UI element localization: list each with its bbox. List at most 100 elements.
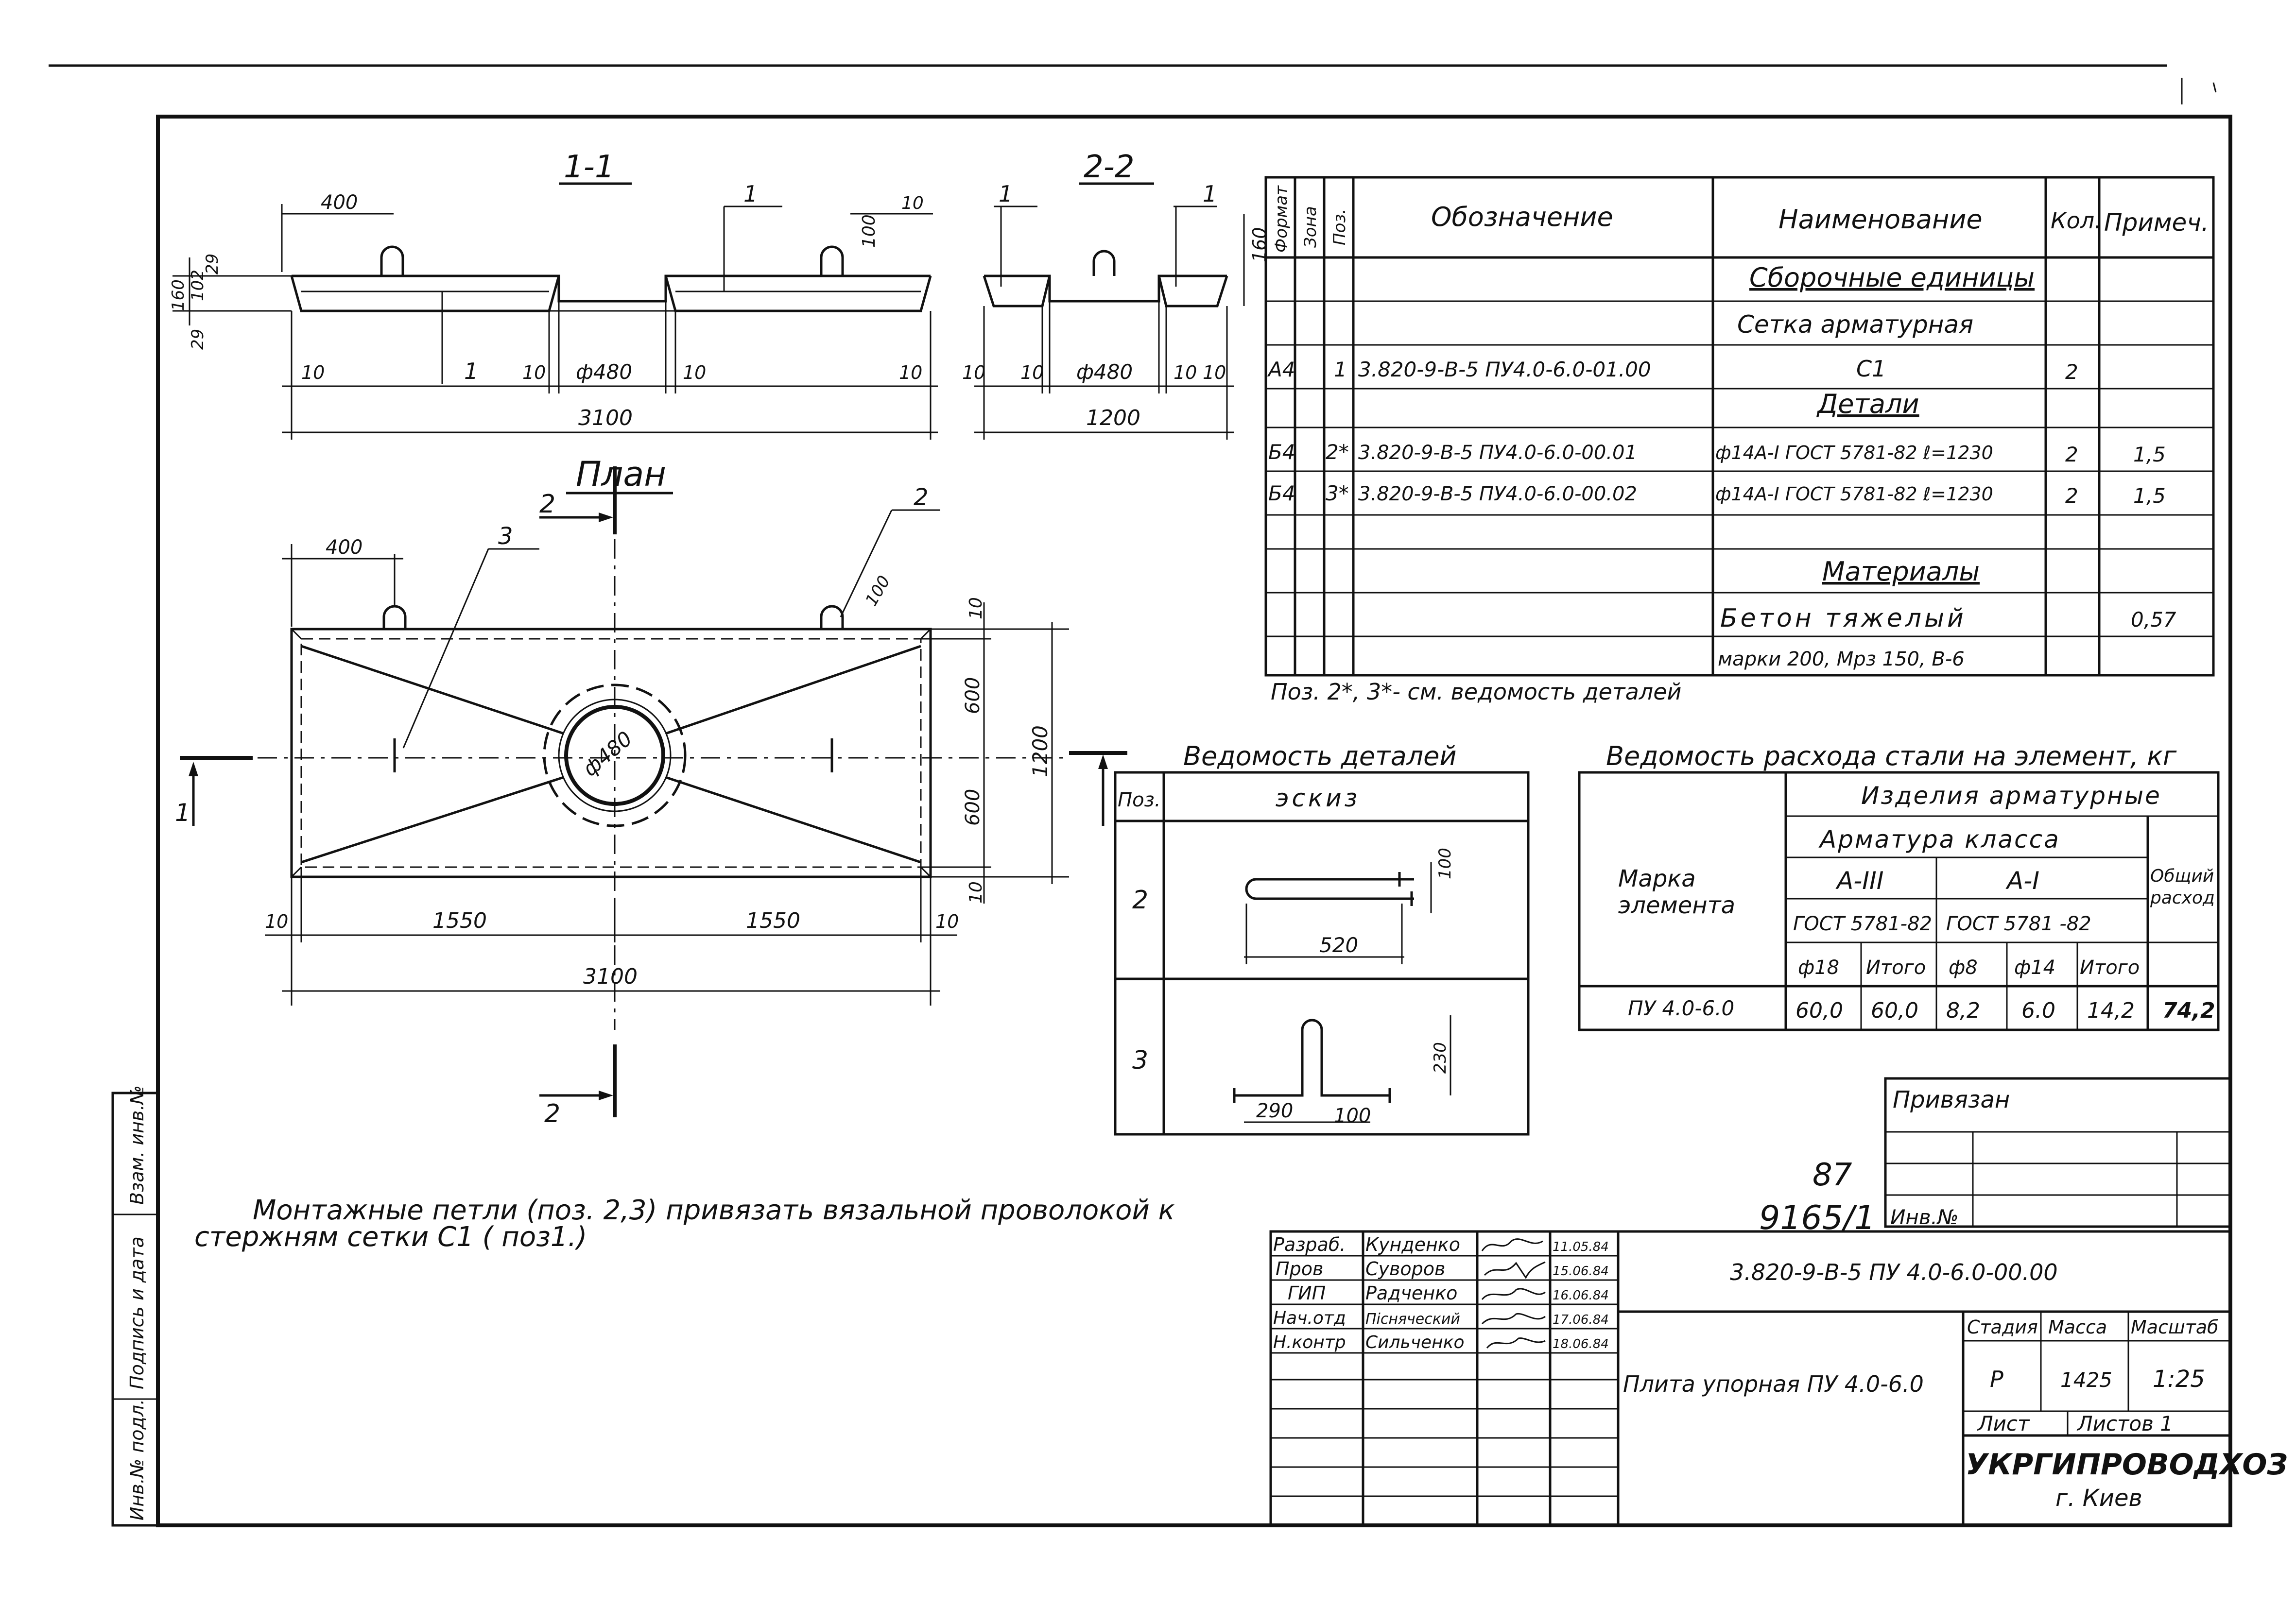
details-r0-dim-520: 520 bbox=[1319, 933, 1358, 957]
dim-29-sec1-bot: 29 bbox=[188, 329, 207, 350]
dim-10-plan-bl: 10 bbox=[265, 911, 288, 932]
signature-2 bbox=[1481, 1288, 1546, 1300]
spec-h-note: Примеч. bbox=[2104, 208, 2209, 237]
dim-600-plan-a: 600 bbox=[962, 677, 984, 714]
dim-10-sec1-b: 10 bbox=[522, 362, 546, 383]
dim-1200-plan: 1200 bbox=[1028, 725, 1052, 777]
mass-value: 1425 bbox=[2060, 1368, 2112, 1392]
spec-r5-pos: 3* bbox=[1326, 481, 1349, 505]
dim-10-sec1-d: 10 bbox=[899, 362, 922, 383]
dim-102-sec1: 102 bbox=[188, 270, 207, 301]
mass-label: Масса bbox=[2048, 1316, 2107, 1338]
steel-row-v0: 60,0 bbox=[1795, 998, 1843, 1023]
sheet-label: Лист bbox=[1977, 1412, 2030, 1435]
spec-r8-note: 0,57 bbox=[2131, 608, 2176, 632]
spec-r9-name: марки 200, Мрз 150, В-6 bbox=[1718, 648, 1965, 670]
scale-label: Масштаб bbox=[2131, 1316, 2219, 1338]
dim-3100-plan: 3100 bbox=[583, 964, 638, 989]
dim-10-plan-rt: 10 bbox=[966, 597, 986, 619]
details-r0-dim-100: 100 bbox=[1435, 848, 1455, 879]
spec-h-zone: Зона bbox=[1301, 206, 1320, 248]
dim-600-plan-b: 600 bbox=[962, 789, 984, 826]
plan-view: План 2 2 1 ф480 bbox=[175, 454, 1127, 1128]
steel-sub-4: Итого bbox=[2080, 957, 2140, 979]
signature-1 bbox=[1484, 1261, 1546, 1279]
details-title: Ведомость деталей bbox=[1183, 741, 1457, 771]
steel-products: Изделия арматурные bbox=[1861, 782, 2161, 810]
note-line-2: стержням сетки С1 ( поз1.) bbox=[194, 1221, 587, 1253]
dim-10-sec1-top: 10 bbox=[901, 193, 924, 213]
role-0: Разраб. bbox=[1273, 1234, 1346, 1255]
spec-r7-name: Материалы bbox=[1822, 556, 1980, 587]
steel-row-v1: 60,0 bbox=[1871, 998, 1918, 1023]
section-2-2: 2-2 1 1 160 10 10 ф480 10 10 1200 bbox=[962, 149, 1270, 440]
sheets-label: Листов 1 bbox=[2076, 1412, 2173, 1435]
steel-gost-a1: ГОСТ 5781 -82 bbox=[1946, 913, 2091, 935]
side-sign-date: Подпись и дата bbox=[126, 1236, 148, 1389]
spec-h-pos: Поз. bbox=[1330, 209, 1349, 245]
spec-r4-designation: 3.820-9-В-5 ПУ4.0-6.0-00.01 bbox=[1358, 442, 1637, 464]
title-block: Разраб. Кунденко 11.05.84 Пров Суворов 1… bbox=[1269, 1230, 2288, 1527]
steel-total-header-b: расход bbox=[2150, 888, 2215, 908]
spec-r5-designation: 3.820-9-В-5 ПУ4.0-6.0-00.02 bbox=[1358, 483, 1637, 505]
dim-400-sec1: 400 bbox=[321, 191, 358, 214]
date-4: 18.06.84 bbox=[1553, 1337, 1609, 1351]
details-r0-pos: 2 bbox=[1132, 886, 1148, 915]
dim-1550-plan-b: 1550 bbox=[746, 908, 800, 933]
side-inv-podl: Инв.№ подл. bbox=[126, 1399, 148, 1521]
spec-r2-name: С1 bbox=[1856, 356, 1886, 382]
dim-29-sec1-top: 29 bbox=[203, 254, 222, 274]
dim-10-sec2-b: 10 bbox=[1020, 362, 1044, 383]
name-0: Кунденко bbox=[1365, 1234, 1460, 1255]
dim-100-sec1: 100 bbox=[859, 214, 879, 248]
sheet-frame bbox=[49, 64, 2232, 1527]
steel-row-v4: 14,2 bbox=[2087, 998, 2135, 1023]
spec-footnote: Поз. 2*, 3*- см. ведомость деталей bbox=[1271, 679, 1681, 705]
section-1-1: 1-1 400 1 100 10 160 102 29 29 bbox=[169, 149, 938, 440]
dim-10-sec2-d: 10 bbox=[1203, 362, 1226, 383]
name-1: Суворов bbox=[1365, 1258, 1445, 1280]
callout-1-sec1-bot: 1 bbox=[464, 358, 478, 384]
stage-label: Стадия bbox=[1967, 1316, 2038, 1338]
section-mark-2-bot: 2 bbox=[544, 1099, 560, 1128]
role-1: Пров bbox=[1276, 1258, 1323, 1280]
dim-10-sec2-c: 10 bbox=[1174, 362, 1197, 383]
dim-phi480-sec2: ф480 bbox=[1076, 360, 1133, 384]
dim-10-sec2-a: 10 bbox=[962, 362, 985, 383]
note-line-1: Монтажные петли (поз. 2,3) привязать вяз… bbox=[253, 1195, 1175, 1226]
spec-r2-qty: 2 bbox=[2065, 360, 2078, 384]
section-2-2-title: 2-2 bbox=[1084, 149, 1135, 185]
details-r1-dim-100: 100 bbox=[1334, 1105, 1371, 1127]
name-4: Сильченко bbox=[1365, 1333, 1464, 1352]
steel-mark-header-a: Марка bbox=[1618, 865, 1696, 892]
stage-value: Р bbox=[1990, 1366, 2003, 1392]
spec-r4-note: 1,5 bbox=[2133, 443, 2166, 466]
spec-r2-pos: 1 bbox=[1334, 358, 1347, 381]
spec-table: Формат Зона Поз. Обозначение Наименовани… bbox=[1264, 176, 2215, 705]
dim-400-plan: 400 bbox=[326, 536, 363, 559]
name-3: Пісняческий bbox=[1365, 1311, 1460, 1328]
dim-10-plan-rb: 10 bbox=[966, 881, 986, 904]
steel-mark-header-b: элемента bbox=[1618, 892, 1735, 919]
callout-2-plan: 2 bbox=[914, 484, 929, 511]
section-mark-2-top: 2 bbox=[539, 490, 555, 519]
section-1-1-title: 1-1 bbox=[564, 149, 615, 185]
details-h-sketch: эскиз bbox=[1276, 784, 1360, 812]
steel-sub-0: ф18 bbox=[1798, 957, 1839, 979]
spec-r1-name: Сетка арматурная bbox=[1737, 310, 1973, 339]
role-4: Н.контр bbox=[1273, 1333, 1346, 1352]
steel-sub-3: ф14 bbox=[2014, 957, 2055, 979]
dim-phi480-plan: ф480 bbox=[578, 727, 637, 781]
hand-87: 87 bbox=[1813, 1157, 1852, 1193]
callout-3-plan: 3 bbox=[498, 523, 513, 550]
stamp-designation: 3.820-9-В-5 ПУ 4.0-6.0-00.00 bbox=[1730, 1259, 2058, 1285]
spec-h-format: Формат bbox=[1272, 185, 1291, 253]
details-r1-dim-290: 290 bbox=[1256, 1100, 1293, 1122]
steel-row-v2: 8,2 bbox=[1946, 998, 1980, 1023]
spec-h-qty: Кол. bbox=[2051, 207, 2102, 234]
dim-1200-sec2: 1200 bbox=[1086, 406, 1140, 430]
spec-r2-designation: 3.820-9-В-5 ПУ4.0-6.0-01.00 bbox=[1358, 358, 1651, 381]
spec-r2-format: А4 bbox=[1267, 358, 1295, 381]
privyazan-label: Привязан bbox=[1893, 1086, 2010, 1113]
spec-r3-name: Детали bbox=[1816, 389, 1919, 419]
